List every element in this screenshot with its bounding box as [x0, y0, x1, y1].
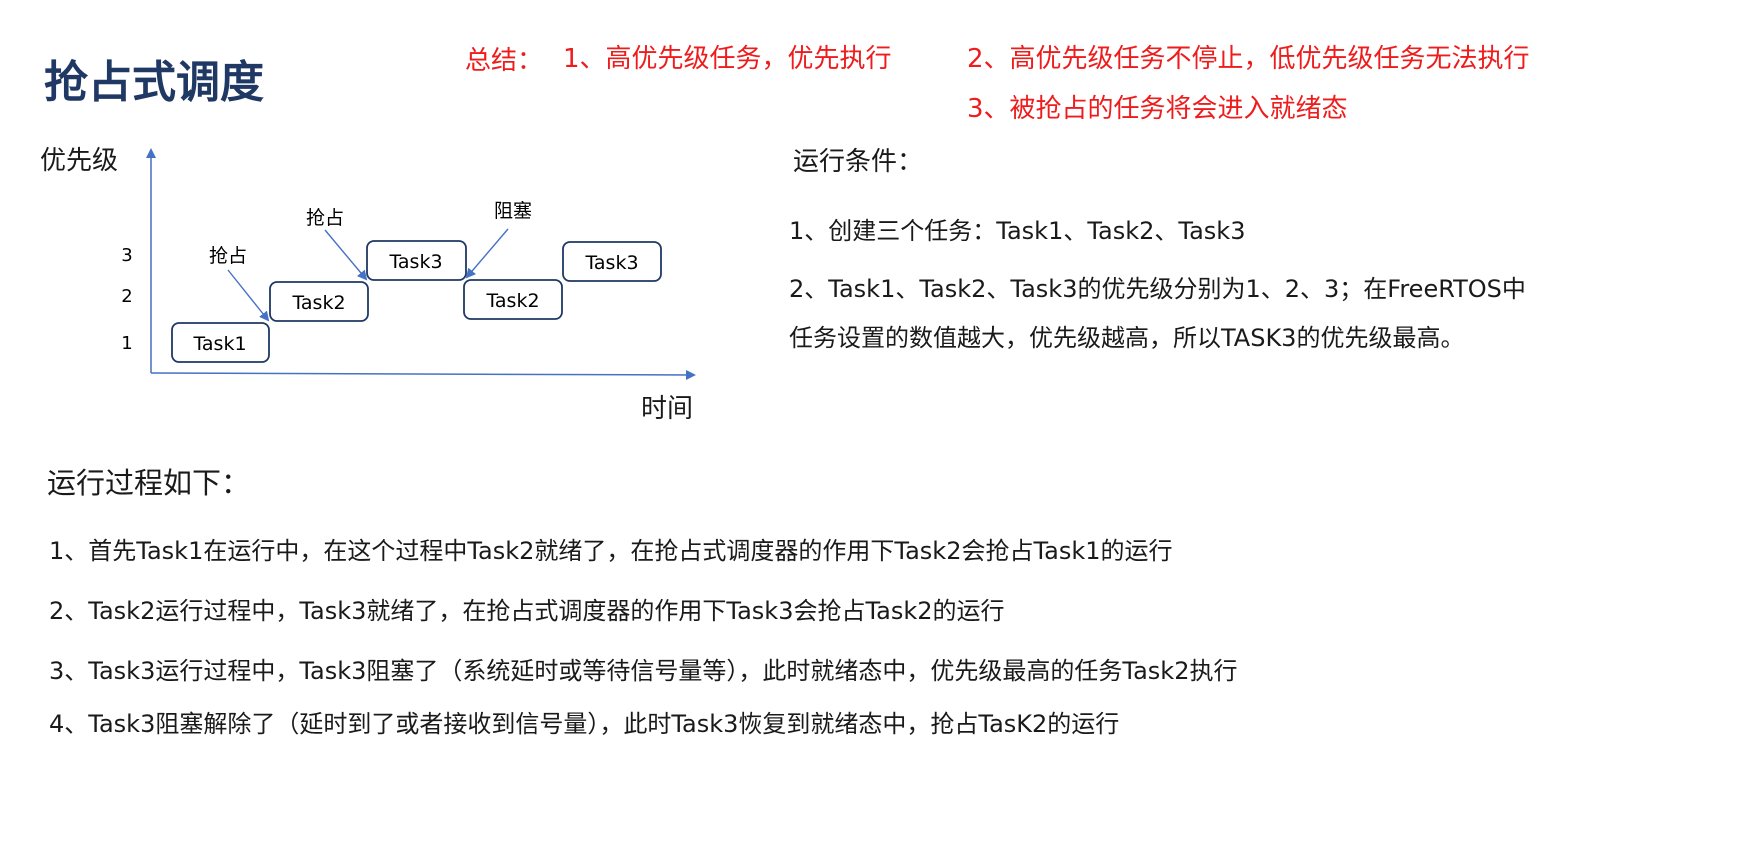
- process-step: 2、Task2运行过程中，Task3就绪了，在抢占式调度器的作用下Task3会抢…: [49, 597, 1005, 625]
- y-axis-label: 优先级: [40, 146, 119, 176]
- conditions-heading: 运行条件：: [793, 147, 924, 177]
- summary-point-2: 2、高优先级任务不停止，低优先级任务无法执行: [967, 44, 1530, 74]
- annotation-arrow: [324, 229, 368, 281]
- task-box: [366, 240, 467, 281]
- y-tick-label: 3: [121, 245, 132, 266]
- condition-item: 2、Task1、Task2、Task3的优先级分别为1、2、3；在FreeRTO…: [789, 275, 1526, 303]
- annotation-block: 阻塞: [494, 200, 532, 222]
- scheduling-diagram: 3 2 1 Task1 Task2 Task3 Task2 Task3 抢占 抢…: [121, 148, 696, 380]
- task-box: [171, 322, 270, 363]
- x-axis: [150, 369, 696, 380]
- process-step: 1、首先Task1在运行中，在这个过程中Task2就绪了，在抢占式调度器的作用下…: [49, 537, 1173, 565]
- summary-label: 总结：: [465, 46, 544, 76]
- annotation-arrow: [465, 228, 509, 279]
- task-box: [269, 281, 369, 322]
- task-box: [562, 241, 662, 282]
- process-step: 4、Task3阻塞解除了（延时到了或者接收到信号量），此时Task3恢复到就绪态…: [49, 710, 1120, 738]
- annotation-preempt: 抢占: [306, 207, 344, 229]
- summary-point-3: 3、被抢占的任务将会进入就绪态: [967, 94, 1348, 124]
- x-axis-label: 时间: [641, 394, 694, 424]
- task-label: Task3: [584, 252, 638, 274]
- task-label: Task3: [388, 251, 442, 273]
- task-label: Task1: [192, 333, 246, 355]
- task-label: Task2: [291, 292, 345, 314]
- summary-point-1: 1、高优先级任务，优先执行: [563, 44, 892, 74]
- task-label: Task2: [485, 290, 539, 312]
- page-title: 抢占式调度: [44, 57, 264, 108]
- y-tick-label: 1: [121, 333, 132, 354]
- y-tick-label: 2: [121, 286, 132, 307]
- condition-item: 任务设置的数值越大，优先级越高，所以TASK3的优先级最高。: [789, 324, 1465, 352]
- process-heading: 运行过程如下：: [47, 466, 251, 500]
- annotation-preempt: 抢占: [209, 245, 247, 267]
- task-box: [463, 279, 563, 320]
- process-step: 3、Task3运行过程中，Task3阻塞了（系统延时或等待信号量等），此时就绪态…: [49, 657, 1238, 685]
- condition-item: 1、创建三个任务：Task1、Task2、Task3: [789, 217, 1246, 245]
- annotation-arrow: [227, 269, 270, 322]
